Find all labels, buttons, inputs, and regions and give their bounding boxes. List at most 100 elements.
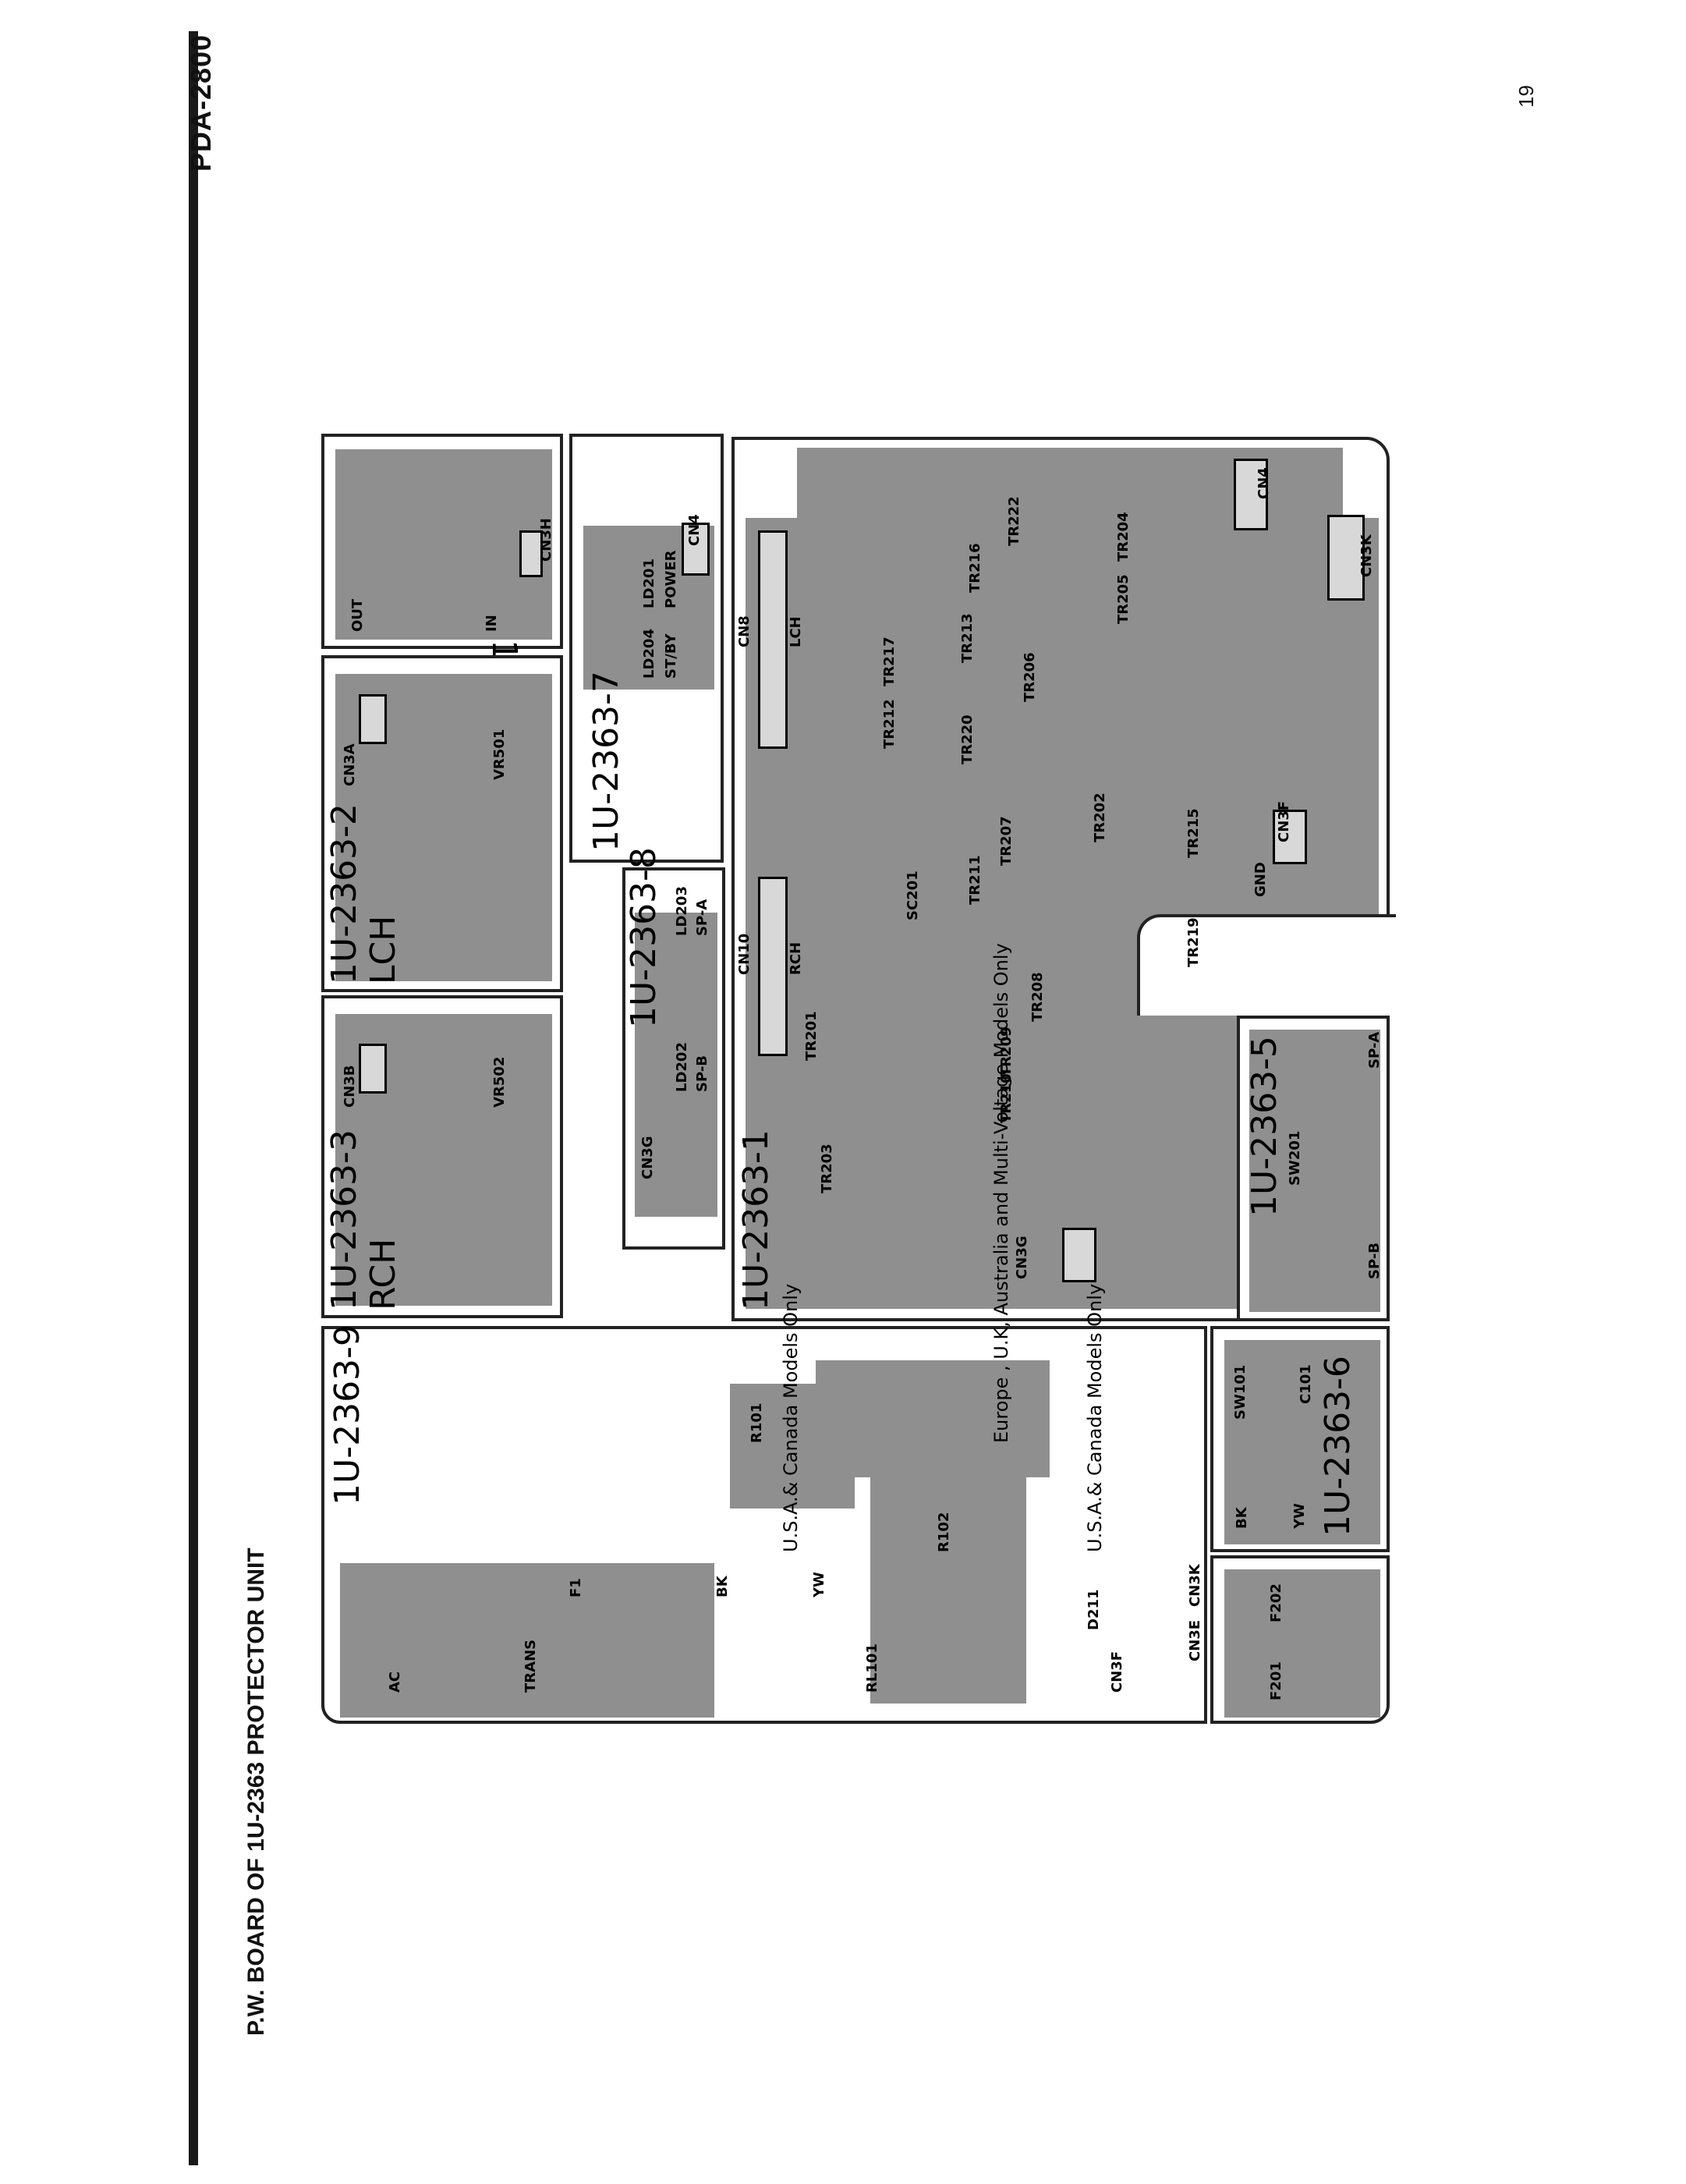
board-5-spa: SP-A	[1366, 1031, 1383, 1069]
board-9-note-europe: Europe , U.K, Australia and Multi-Voltag…	[990, 943, 1012, 1443]
board-1-cn8: CN8	[736, 615, 753, 647]
board-1-gnd: GND	[1252, 862, 1269, 897]
board-1-tr203: TR203	[819, 1143, 835, 1193]
board-6-sw101: SW101	[1232, 1364, 1249, 1420]
board-9-r101: R101	[749, 1402, 765, 1443]
board-1-tr217: TR217	[881, 636, 898, 686]
board-5-spb: SP-B	[1366, 1242, 1383, 1279]
board-9-rl101: RL101	[864, 1643, 880, 1693]
board-7-stby: ST/BY	[663, 633, 679, 679]
cn8-connector	[758, 530, 788, 749]
board-8-ld203: LD203	[674, 886, 690, 936]
board-7-ld201: LD201	[641, 558, 657, 608]
board-4-out: OUT	[349, 598, 366, 632]
board-8-id: 1U-2363-8	[624, 847, 664, 1028]
board-9-trans: TRANS	[522, 1639, 539, 1693]
board-1-tr211: TR211	[967, 855, 983, 905]
board-5-id: 1U-2363-5	[1245, 1036, 1284, 1217]
board-1-tr208: TR208	[1029, 972, 1046, 1022]
board-1u-2363-8	[622, 867, 725, 1250]
cn3k-main-connector	[1327, 515, 1365, 601]
cn10-connector	[758, 877, 788, 1056]
board-3-channel: RCH	[363, 1238, 403, 1310]
board-1-tr213: TR213	[959, 613, 976, 663]
board-4-in: IN	[483, 615, 500, 632]
board-1-cn10: CN10	[736, 933, 753, 975]
board-1-sc201: SC201	[905, 870, 921, 920]
cn3f-main-connector	[1273, 810, 1307, 864]
board-1u-2363-5	[1237, 1016, 1390, 1321]
board-1u-2363-6	[1210, 1326, 1390, 1552]
board-6-id: 1U-2363-6	[1318, 1356, 1358, 1537]
board-1-tr220: TR220	[959, 714, 976, 764]
board-1-tr206: TR206	[1022, 652, 1038, 702]
board-1-cn3f: CN3F	[1276, 800, 1292, 842]
board-6-yw: YW	[1291, 1503, 1308, 1529]
board-2-channel: LCH	[363, 915, 403, 984]
board-3-vr502: VR502	[491, 1056, 508, 1108]
board-7-cn4: CN4	[686, 514, 703, 546]
board-1-tr202: TR202	[1092, 792, 1108, 842]
board-9-bk: BK	[714, 1576, 731, 1597]
board-1-rch: RCH	[788, 941, 804, 975]
board-3-cn3b: CN3B	[342, 1065, 358, 1108]
board-9-d211: D211	[1086, 1589, 1102, 1630]
board-2-cn3a: CN3A	[342, 743, 358, 786]
board-1-lch: LCH	[788, 616, 804, 647]
board-9-note-usa-1: U.S.A.& Canada Models Only	[780, 1283, 802, 1552]
board-9-cn3e: CN3E	[1187, 1619, 1203, 1661]
board-3-id: 1U-2363-3	[324, 1129, 364, 1310]
board-7-power: POWER	[663, 550, 679, 608]
board-9-yw: YW	[811, 1572, 827, 1597]
board-8-cn3g: CN3G	[639, 1136, 656, 1179]
board-9-note-usa-2: U.S.A.& Canada Models Only	[1084, 1283, 1106, 1552]
board-5-sw201: SW201	[1287, 1130, 1303, 1186]
board-1-id: 1U-2363-1	[736, 1129, 776, 1310]
board-9-r102: R102	[936, 1512, 952, 1552]
board-1u-2363-9-ext	[1210, 1555, 1390, 1724]
board-1u-2363-3	[321, 995, 563, 1318]
board-2-vr501: VR501	[491, 729, 508, 780]
board-1-tr216: TR216	[967, 543, 983, 593]
board-1u-2363-9	[321, 1326, 1207, 1724]
board-9-f201: F201	[1268, 1661, 1284, 1700]
board-8-ld202: LD202	[674, 1042, 690, 1092]
board-9-cn3k: CN3K	[1187, 1564, 1203, 1607]
model-label: PDA-2800	[185, 34, 217, 172]
board-1u-2363-7	[569, 434, 724, 863]
board-1-cutout	[1137, 914, 1396, 1016]
board-1-tr205: TR205	[1115, 574, 1132, 624]
board-7-id: 1U-2363-7	[586, 671, 626, 852]
board-8-spa: SP-A	[694, 899, 710, 936]
board-1-tr204: TR204	[1115, 512, 1132, 562]
board-4-cn3h: CN3H	[538, 518, 554, 562]
cn3h-connector	[519, 530, 543, 577]
board-1-cn3k: CN3K	[1358, 534, 1375, 577]
side-bar	[189, 31, 198, 2165]
cn3b-connector	[359, 1044, 387, 1094]
board-1-tr215: TR215	[1185, 808, 1202, 858]
board-9-ac: AC	[387, 1671, 403, 1693]
cn4-connector	[682, 523, 710, 576]
board-1-cn4: CN4	[1256, 467, 1272, 499]
board-1-cn3g: CN3G	[1014, 1236, 1030, 1279]
board-1-tr207: TR207	[998, 816, 1015, 866]
board-2-id: 1U-2363-2	[324, 803, 364, 984]
board-1u-2363-4	[321, 434, 563, 649]
diagram-caption: P.W. BOARD OF 1U-2363 PROTECTOR UNIT	[243, 1548, 269, 2036]
board-7-ld204: LD204	[641, 629, 657, 679]
cn3a-connector	[359, 694, 387, 744]
board-9-cn3f: CN3F	[1109, 1650, 1125, 1693]
board-6-bk: BK	[1234, 1507, 1250, 1529]
page-number: 19	[1514, 85, 1538, 108]
board-1-tr222: TR222	[1006, 496, 1022, 546]
board-9-f1: F1	[568, 1578, 584, 1597]
board-9-id: 1U-2363-9	[328, 1324, 367, 1505]
board-1u-2363-2	[321, 655, 563, 992]
board-1-tr201: TR201	[803, 1011, 820, 1061]
cn4-main-connector	[1234, 459, 1268, 530]
board-8-spb: SP-B	[694, 1055, 710, 1092]
board-1-tr219: TR219	[1185, 917, 1202, 967]
cn3g-main-connector	[1062, 1228, 1096, 1282]
board-1-tr212: TR212	[881, 699, 898, 749]
